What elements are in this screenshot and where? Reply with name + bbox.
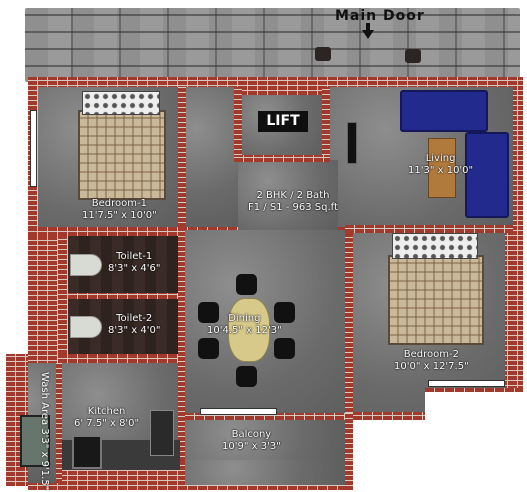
wall-toilet-west — [58, 236, 68, 354]
window-bed1 — [30, 110, 37, 187]
balcony-dims: 10'9" x 3'3" — [222, 441, 281, 452]
sofa-side — [465, 132, 509, 218]
bedroom1-label: Bedroom-1 11'7.5" x 10'0" — [82, 198, 157, 222]
wall-lift-east — [322, 87, 330, 159]
bedroom1-dims: 11'7.5" x 10'0" — [82, 210, 157, 221]
plant-icon — [405, 49, 421, 63]
summary-label: 2 BHK / 2 Bath F1 / S1 - 963 Sq.ft — [248, 190, 338, 214]
bedroom2-label: Bedroom-2 10'0" x 12'7.5" — [394, 349, 469, 373]
living-label: Living 11'3" x 10'0" — [408, 153, 473, 177]
toilet-fixture — [70, 254, 102, 276]
wash-name: Wash Area — [39, 372, 50, 426]
living-dims: 11'3" x 10'0" — [408, 165, 474, 176]
kitchen-label: Kitchen 6' 7.5" x 8'0" — [74, 406, 139, 430]
bed-bedroom2 — [388, 255, 484, 345]
wall-wash — [56, 363, 62, 483]
stove — [150, 410, 174, 456]
bed-bedroom1 — [78, 110, 166, 200]
pillows-bedroom2 — [392, 233, 478, 259]
wall-balcony-end — [345, 460, 353, 490]
wall-lift-south — [234, 155, 330, 162]
wall-bed2-north — [345, 225, 513, 233]
wall-lift-west — [234, 87, 242, 159]
balcony-floor — [185, 420, 345, 460]
dining-chair — [198, 302, 219, 323]
entry-arrow-icon — [362, 30, 374, 39]
dining-chair — [236, 366, 257, 387]
wall-bed1-east — [178, 87, 186, 227]
toilet2-dims: 8'3" x 4'0" — [108, 325, 161, 336]
wash-dims: 3'3" x 9'1.5" — [39, 428, 50, 491]
wall-bed2-sill — [425, 388, 523, 392]
wall-kitchen-north — [58, 354, 185, 363]
dining-dims: 10'4.5" x 12'3" — [207, 325, 282, 336]
toilet1-dims: 8'3" x 4'6" — [108, 263, 161, 274]
wash-area-label: Wash Area 3'3" x 9'1.5" — [10, 372, 50, 490]
balcony-label: Balcony 10'9" x 3'3" — [222, 429, 281, 453]
dining-chair — [198, 338, 219, 359]
wall-dining-west — [178, 236, 185, 461]
summary-line1: 2 BHK / 2 Bath — [256, 190, 330, 201]
stone-exterior — [25, 8, 520, 82]
pillows-bedroom1 — [82, 91, 160, 115]
bedroom2-dims: 10'0" x 12'7.5" — [394, 361, 469, 372]
lobby-floor — [238, 160, 338, 230]
plant-icon — [315, 47, 331, 61]
dining-table — [228, 298, 270, 362]
wall-balcony-north — [185, 413, 353, 420]
washer — [20, 415, 50, 467]
dining-chair — [274, 338, 295, 359]
dining-label: Dining 10'4.5" x 12'3" — [207, 313, 282, 337]
entry-arrow-stem — [366, 23, 370, 31]
bedroom1-name: Bedroom-1 — [91, 198, 147, 209]
summary-line2: F1 / S1 - 963 Sq.ft — [248, 202, 338, 213]
coffee-table — [428, 138, 456, 198]
lift-label: LIFT — [266, 113, 300, 129]
kitchen-dims: 6' 7.5" x 8'0" — [74, 418, 140, 429]
dining-chair — [236, 274, 257, 295]
lift-box — [258, 111, 308, 132]
bedroom2-name: Bedroom-2 — [403, 349, 459, 360]
exterior-cutout-2 — [353, 420, 525, 492]
sofa-main — [400, 90, 488, 132]
balcony-name: Balcony — [231, 429, 272, 440]
dining-name: Dining — [228, 313, 261, 324]
bedroom1-closet-floor — [178, 87, 238, 227]
toilet2-label: Toilet-2 8'3" x 4'0" — [108, 313, 160, 337]
tv-unit — [347, 122, 357, 164]
kitchen-name: Kitchen — [87, 406, 126, 417]
balcony-floor-2 — [185, 460, 345, 485]
wall-bed2-west — [345, 227, 353, 417]
toilet1-name: Toilet-1 — [116, 251, 153, 262]
window-bed2 — [428, 380, 505, 387]
main-door-label: Main Door — [335, 8, 425, 24]
toilet2-name: Toilet-2 — [116, 313, 153, 324]
dining-chair — [274, 302, 295, 323]
wall-balcony-east — [345, 413, 353, 473]
toilet-fixture — [70, 316, 102, 338]
window-dining — [200, 408, 277, 415]
wall-toilet-mid — [68, 293, 185, 299]
kitchen-sink — [72, 435, 102, 469]
living-name: Living — [425, 153, 456, 164]
toilet1-label: Toilet-1 8'3" x 4'6" — [108, 251, 160, 275]
wall-bed1-south — [28, 227, 185, 236]
